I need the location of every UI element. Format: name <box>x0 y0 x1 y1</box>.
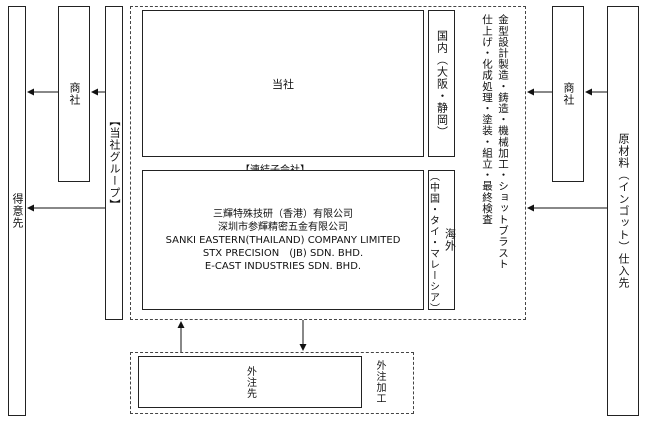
subsidiary-ecast: E-CAST INDUSTRIES SDN. BHD. <box>204 260 362 272</box>
raw-material-supplier-box: 原材料（インゴット）仕入先 <box>607 6 639 416</box>
subsidiary-thailand: SANKI EASTERN(THAILAND) COMPANY LIMITED <box>165 234 401 246</box>
trading-company-left-label: 商社 <box>68 82 81 106</box>
overseas-box: 海外 （中国・タイ・マレーシア） <box>427 170 457 314</box>
subsidiary-hongkong: 三輝特殊技研（香港）有限公司 <box>213 208 353 220</box>
company-box: 当社 <box>142 10 424 157</box>
process-line-1: 金型設計製造・鋳造・機械加工・ショットブラスト <box>497 14 509 270</box>
trading-company-right-box: 商社 <box>552 6 584 182</box>
process-description: 金型設計製造・鋳造・機械加工・ショットブラスト 仕上げ・化成処理・塗装・組立・最… <box>480 14 511 304</box>
company-label: 当社 <box>272 77 294 91</box>
domestic-label: 国内（大阪・静岡） <box>435 29 449 138</box>
subsidiary-stx: STX PRECISION (JB) SDN. BHD. <box>202 247 364 259</box>
group-boundary <box>130 6 526 320</box>
raw-material-supplier-label: 原材料（インゴット）仕入先 <box>617 133 630 289</box>
group-label-box: 【当社グループ】 <box>105 6 123 320</box>
customer-label: 得意先 <box>11 193 24 229</box>
group-label: 【当社グループ】 <box>108 115 121 211</box>
customer-box: 得意先 <box>8 6 26 416</box>
overseas-sub: （中国・タイ・マレーシア） <box>427 171 439 314</box>
subsidiaries-box: 三輝特殊技研（香港）有限公司 深圳市参輝精密五金有限公司 SANKI EASTE… <box>142 170 424 310</box>
outsource-boundary <box>130 352 414 414</box>
domestic-box: 国内（大阪・静岡） <box>428 10 455 157</box>
outsource-box: 外注先 <box>138 356 362 408</box>
subsidiary-shenzhen: 深圳市参輝精密五金有限公司 <box>218 221 348 233</box>
outsource-label: 外注先 <box>244 365 256 399</box>
trading-company-right-label: 商社 <box>562 82 575 106</box>
outsource-process-label: 外注加工 <box>374 360 385 404</box>
overseas-title: 海外 <box>443 228 457 252</box>
trading-company-left-box: 商社 <box>58 6 90 182</box>
process-line-2: 仕上げ・化成処理・塗装・組立・最終検査 <box>481 14 493 225</box>
